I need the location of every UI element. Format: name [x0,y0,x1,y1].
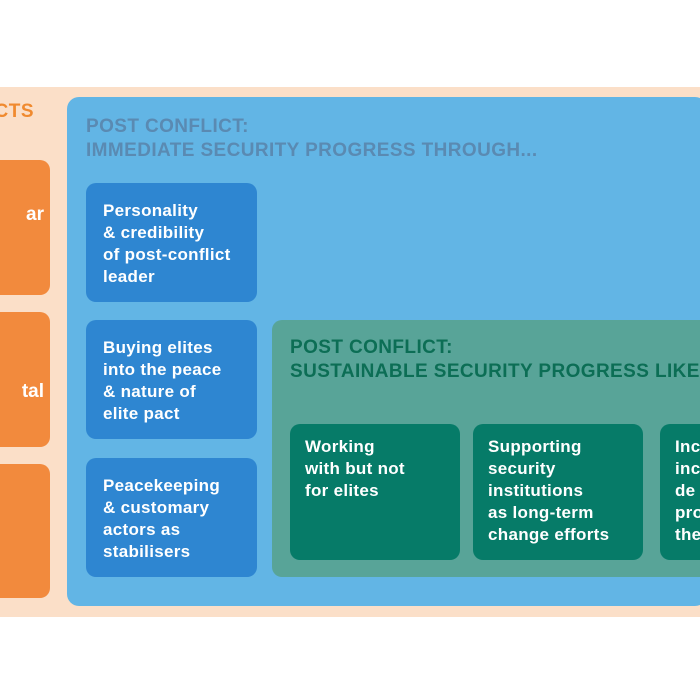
immediate-title-line2: IMMEDIATE SECURITY PROGRESS THROUGH... [86,140,538,161]
sustainable-box-working-text: Working with but not for elites [305,437,405,500]
immediate-box-elites: Buying elites into the peace & nature of… [86,320,257,439]
outer-box-1: ar [0,160,50,295]
immediate-box-elites-text: Buying elites into the peace & nature of… [103,338,222,423]
immediate-security-title: POST CONFLICT: IMMEDIATE SECURITY PROGRE… [86,115,538,163]
immediate-title-line1: POST CONFLICT: [86,116,249,137]
outer-panel-title: CTS [0,101,40,129]
outer-box-2-label: tal [21,381,44,402]
sustainable-box-partial: Inc inc de pro the [660,424,700,560]
outer-box-3 [0,464,50,598]
sustainable-security-title: POST CONFLICT: SUSTAINABLE SECURITY PROG… [290,336,700,384]
outer-panel-title-text: CTS [0,101,34,122]
outer-box-2: tal [0,312,50,447]
sustainable-box-working: Working with but not for elites [290,424,460,560]
immediate-box-leader: Personality & credibility of post-confli… [86,183,257,302]
immediate-box-peacekeeping: Peacekeeping & customary actors as stabi… [86,458,257,577]
sustainable-box-partial-text: Inc inc de pro the [675,437,700,544]
sustainable-box-institutions: Supporting security institutions as long… [473,424,643,560]
sustainable-title-line2: SUSTAINABLE SECURITY PROGRESS LIKELY [290,361,700,382]
immediate-box-peacekeeping-text: Peacekeeping & customary actors as stabi… [103,476,220,561]
sustainable-box-institutions-text: Supporting security institutions as long… [488,437,610,544]
immediate-box-leader-text: Personality & credibility of post-confli… [103,201,231,286]
sustainable-title-line1: POST CONFLICT: [290,337,453,358]
outer-box-1-label: ar [26,204,44,225]
